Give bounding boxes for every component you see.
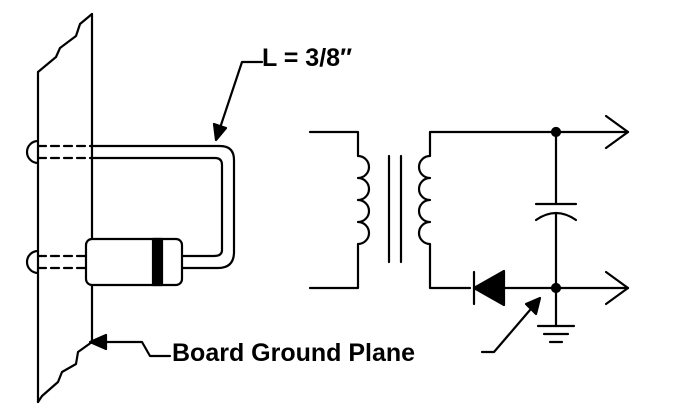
transformer xyxy=(308,130,558,290)
output-arrow-top-icon xyxy=(604,114,630,150)
lead-wire-outer xyxy=(90,144,236,270)
through-hole-leads xyxy=(36,144,94,270)
diode-cathode-band xyxy=(151,237,164,287)
solder-joint-top xyxy=(25,139,40,165)
secondary-winding xyxy=(417,130,558,290)
diode-triangle xyxy=(472,269,506,307)
board-torn-top-edge xyxy=(36,12,94,74)
primary-winding xyxy=(308,130,371,290)
solder-joint-bottom xyxy=(25,249,40,275)
lead-wire-inner xyxy=(90,156,224,258)
lead-length-leader xyxy=(218,60,264,130)
board-torn-bottom-edge xyxy=(36,340,94,404)
circuit-board xyxy=(36,12,94,404)
lead-length-arrowhead xyxy=(212,122,228,142)
capacitor xyxy=(534,130,578,290)
ground-plane-arrowhead-right xyxy=(524,296,542,316)
ground-icon xyxy=(536,286,576,344)
ground-plane-arrowhead-left xyxy=(88,333,108,351)
output-arrow-bottom-icon xyxy=(604,270,630,306)
schematic-diode xyxy=(472,269,558,307)
junction-top xyxy=(550,126,562,138)
diode-body xyxy=(84,237,184,287)
ground-plane-leader xyxy=(102,340,172,358)
axial-diode xyxy=(84,237,184,287)
lead-length-label: L = 3/8″ xyxy=(262,44,353,72)
ground-plane-leader-right xyxy=(480,308,532,354)
ground-plane-label: Board Ground Plane xyxy=(172,339,416,367)
